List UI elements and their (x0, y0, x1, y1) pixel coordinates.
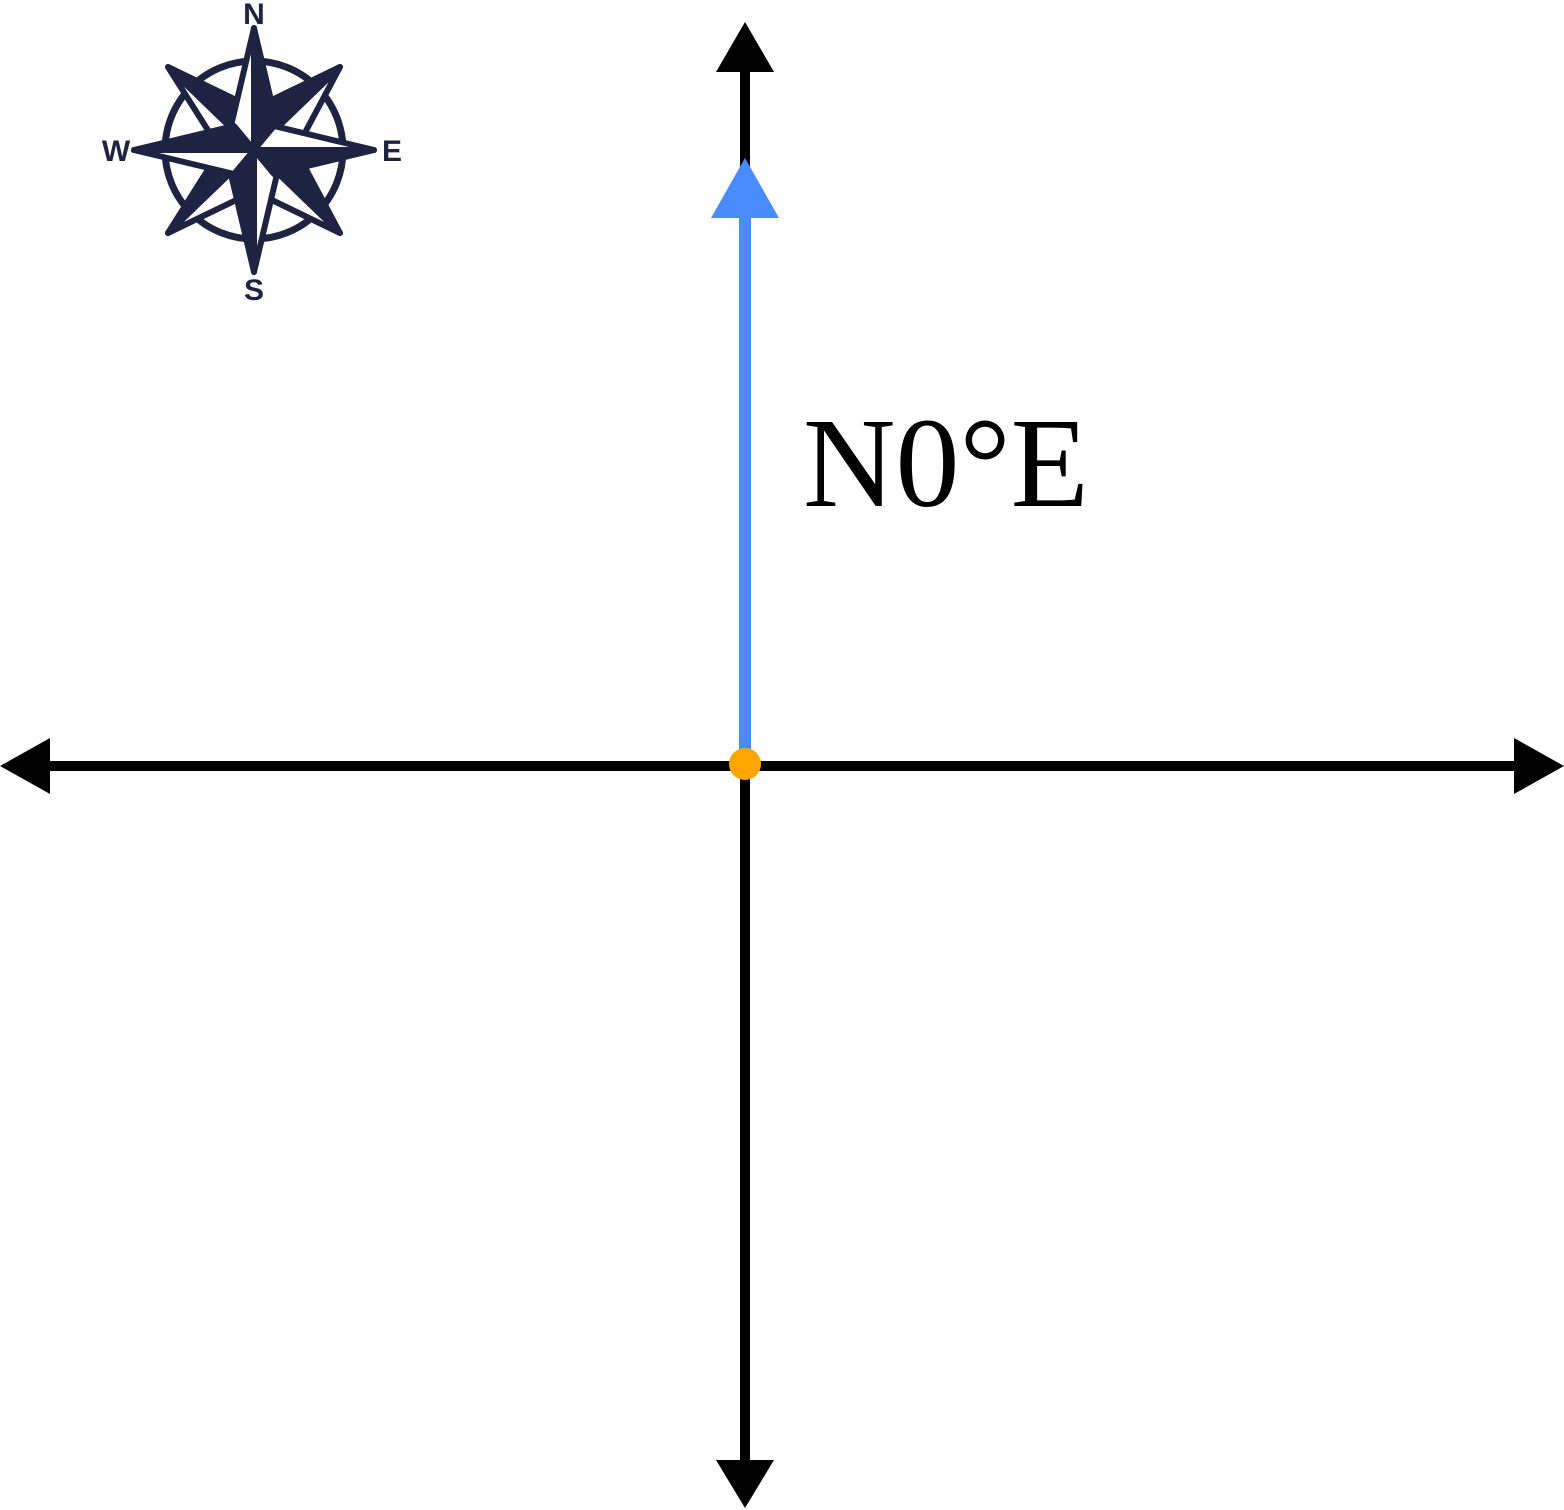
compass-west-label: W (102, 135, 131, 168)
origin-point (729, 748, 761, 780)
compass-north-label: N (243, 0, 265, 31)
compass-east-label: E (382, 135, 402, 168)
north-arrowhead (716, 22, 774, 72)
bearing-vector-arrowhead (711, 158, 779, 218)
south-arrowhead (716, 1460, 774, 1508)
bearing-vector (711, 158, 779, 762)
compass-south-label: S (244, 274, 264, 307)
west-arrowhead (0, 738, 50, 794)
compass-rose-icon: N S E W (102, 0, 402, 307)
east-west-axis (0, 738, 1564, 794)
bearing-label: N0°E (803, 392, 1089, 534)
east-arrowhead (1514, 738, 1564, 794)
